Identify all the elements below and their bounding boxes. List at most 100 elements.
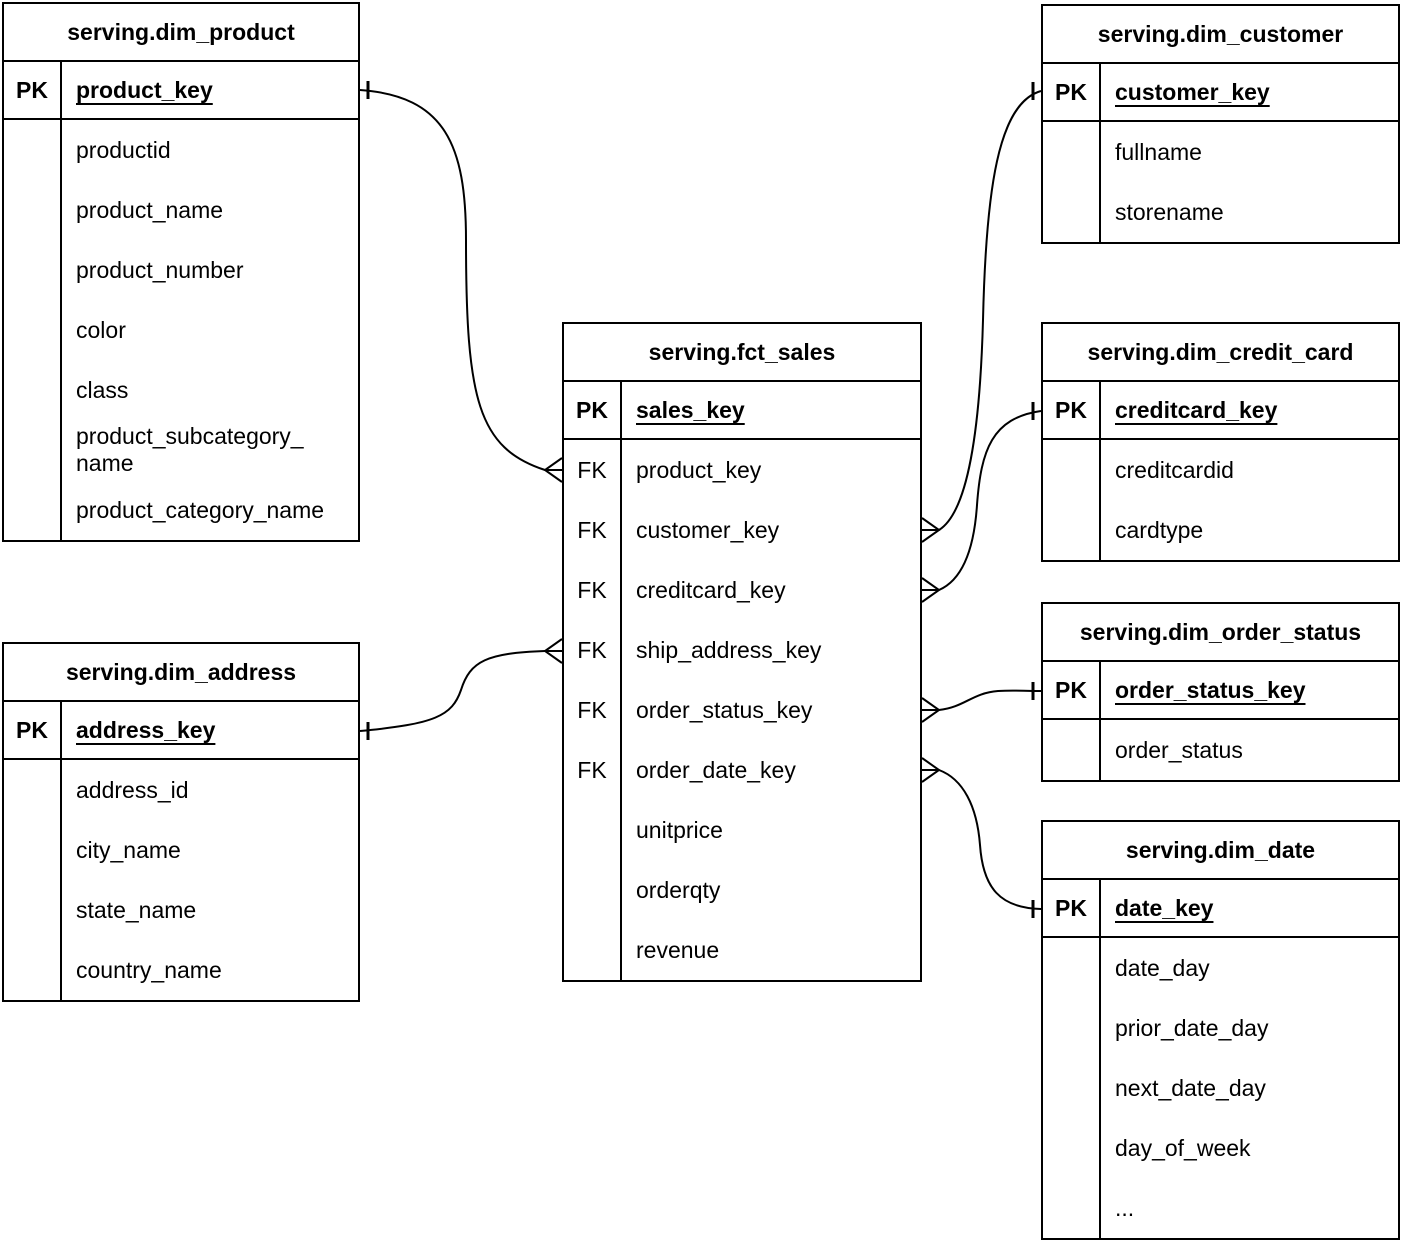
field-name: unitprice [636,816,723,843]
connector-fct-address [359,650,546,732]
table-row: ... [1043,1178,1398,1238]
pk-field: order_status_key [1101,662,1398,718]
pk-field: creditcard_key [1101,382,1398,438]
table-row: class [4,360,358,420]
pk-field: product_key [62,62,358,118]
table-row: country_name [4,940,358,1000]
pk-row: PK order_status_key [1043,662,1398,720]
field-name: date_day [1115,954,1210,981]
field-name: fullname [1115,138,1202,165]
table-row: product_category_name [4,480,358,540]
table-fct-sales: serving.fct_sales PK sales_key FK product… [562,322,922,982]
table-row: product_number [4,240,358,300]
table-title: serving.dim_product [4,4,358,62]
field-tag: FK [564,440,622,500]
field-tag [1043,182,1101,242]
table-row: storename [1043,182,1398,242]
field-tag: FK [564,680,622,740]
pk-field: sales_key [622,382,920,438]
pk-tag: PK [1043,880,1101,936]
pk-field-text: product_key [76,76,213,103]
field-name: ship_address_key [636,636,822,663]
table-dim-customer: serving.dim_customer PK customer_key ful… [1041,4,1400,244]
crowfoot-fct-order-status [921,697,941,723]
pk-tag: PK [1043,382,1101,438]
field-tag [4,120,62,180]
pk-tag: PK [564,382,622,438]
field-name: order_status [1115,736,1243,763]
table-title: serving.fct_sales [564,324,920,382]
field-tag [4,760,62,820]
table-row: city_name [4,820,358,880]
table-row: prior_date_day [1043,998,1398,1058]
field-tag [1043,1058,1101,1118]
pk-field: date_key [1101,880,1398,936]
table-row: FK order_status_key [564,680,920,740]
field-tag [4,880,62,940]
field-tag [1043,1178,1101,1238]
table-row: cardtype [1043,500,1398,560]
field-name: customer_key [636,516,780,543]
table-title: serving.dim_date [1043,822,1398,880]
table-title: serving.dim_order_status [1043,604,1398,662]
table-row: FK product_key [564,440,920,500]
field-name: order_status_key [636,696,813,723]
field-name: product_key [636,456,762,483]
pk-field: address_key [62,702,358,758]
field-name: product_number [76,256,244,283]
table-title: serving.dim_address [4,644,358,702]
pk-row: PK customer_key [1043,64,1398,122]
field-name: product_category_name [76,496,325,523]
field-name: day_of_week [1115,1134,1251,1161]
pk-tag: PK [4,702,62,758]
pk-row: PK date_key [1043,880,1398,938]
table-dim-address: serving.dim_address PK address_key addre… [2,642,360,1002]
connector-fct-order-status [938,689,1042,711]
pk-field: customer_key [1101,64,1398,120]
field-name: prior_date_day [1115,1014,1269,1041]
table-row: product_subcategory_ name [4,420,358,480]
field-tag [4,820,62,880]
field-tag [564,860,622,920]
field-tag [4,940,62,1000]
table-row: unitprice [564,800,920,860]
pk-field-text: address_key [76,716,216,743]
table-row: address_id [4,760,358,820]
table-row: color [4,300,358,360]
table-row: revenue [564,920,920,980]
table-row: productid [4,120,358,180]
table-title: serving.dim_credit_card [1043,324,1398,382]
crowfoot-fct-customer [921,517,941,543]
connector-fct-product [359,89,546,471]
crowfoot-fct-creditcard [921,577,941,603]
table-row: next_date_day [1043,1058,1398,1118]
field-tag [4,420,62,480]
pk-row: PK sales_key [564,382,920,440]
table-row: product_name [4,180,358,240]
table-row: state_name [4,880,358,940]
field-name: storename [1115,198,1224,225]
field-tag [4,480,62,540]
pk-row: PK address_key [4,702,358,760]
field-tag [564,920,622,980]
field-tag [1043,500,1101,560]
table-row: creditcardid [1043,440,1398,500]
field-name: address_id [76,776,189,803]
table-row: date_day [1043,938,1398,998]
pk-tag: PK [1043,662,1101,718]
pk-row: PK creditcard_key [1043,382,1398,440]
pk-tag: PK [1043,64,1101,120]
field-tag [1043,998,1101,1058]
field-name: class [76,376,129,403]
field-name: creditcardid [1115,456,1234,483]
table-row: orderqty [564,860,920,920]
connector-fct-order-date [938,769,1042,910]
field-tag [4,300,62,360]
table-dim-order-status: serving.dim_order_status PK order_status… [1041,602,1400,782]
table-title: serving.dim_customer [1043,6,1398,64]
table-dim-product: serving.dim_product PK product_key produ… [2,2,360,542]
